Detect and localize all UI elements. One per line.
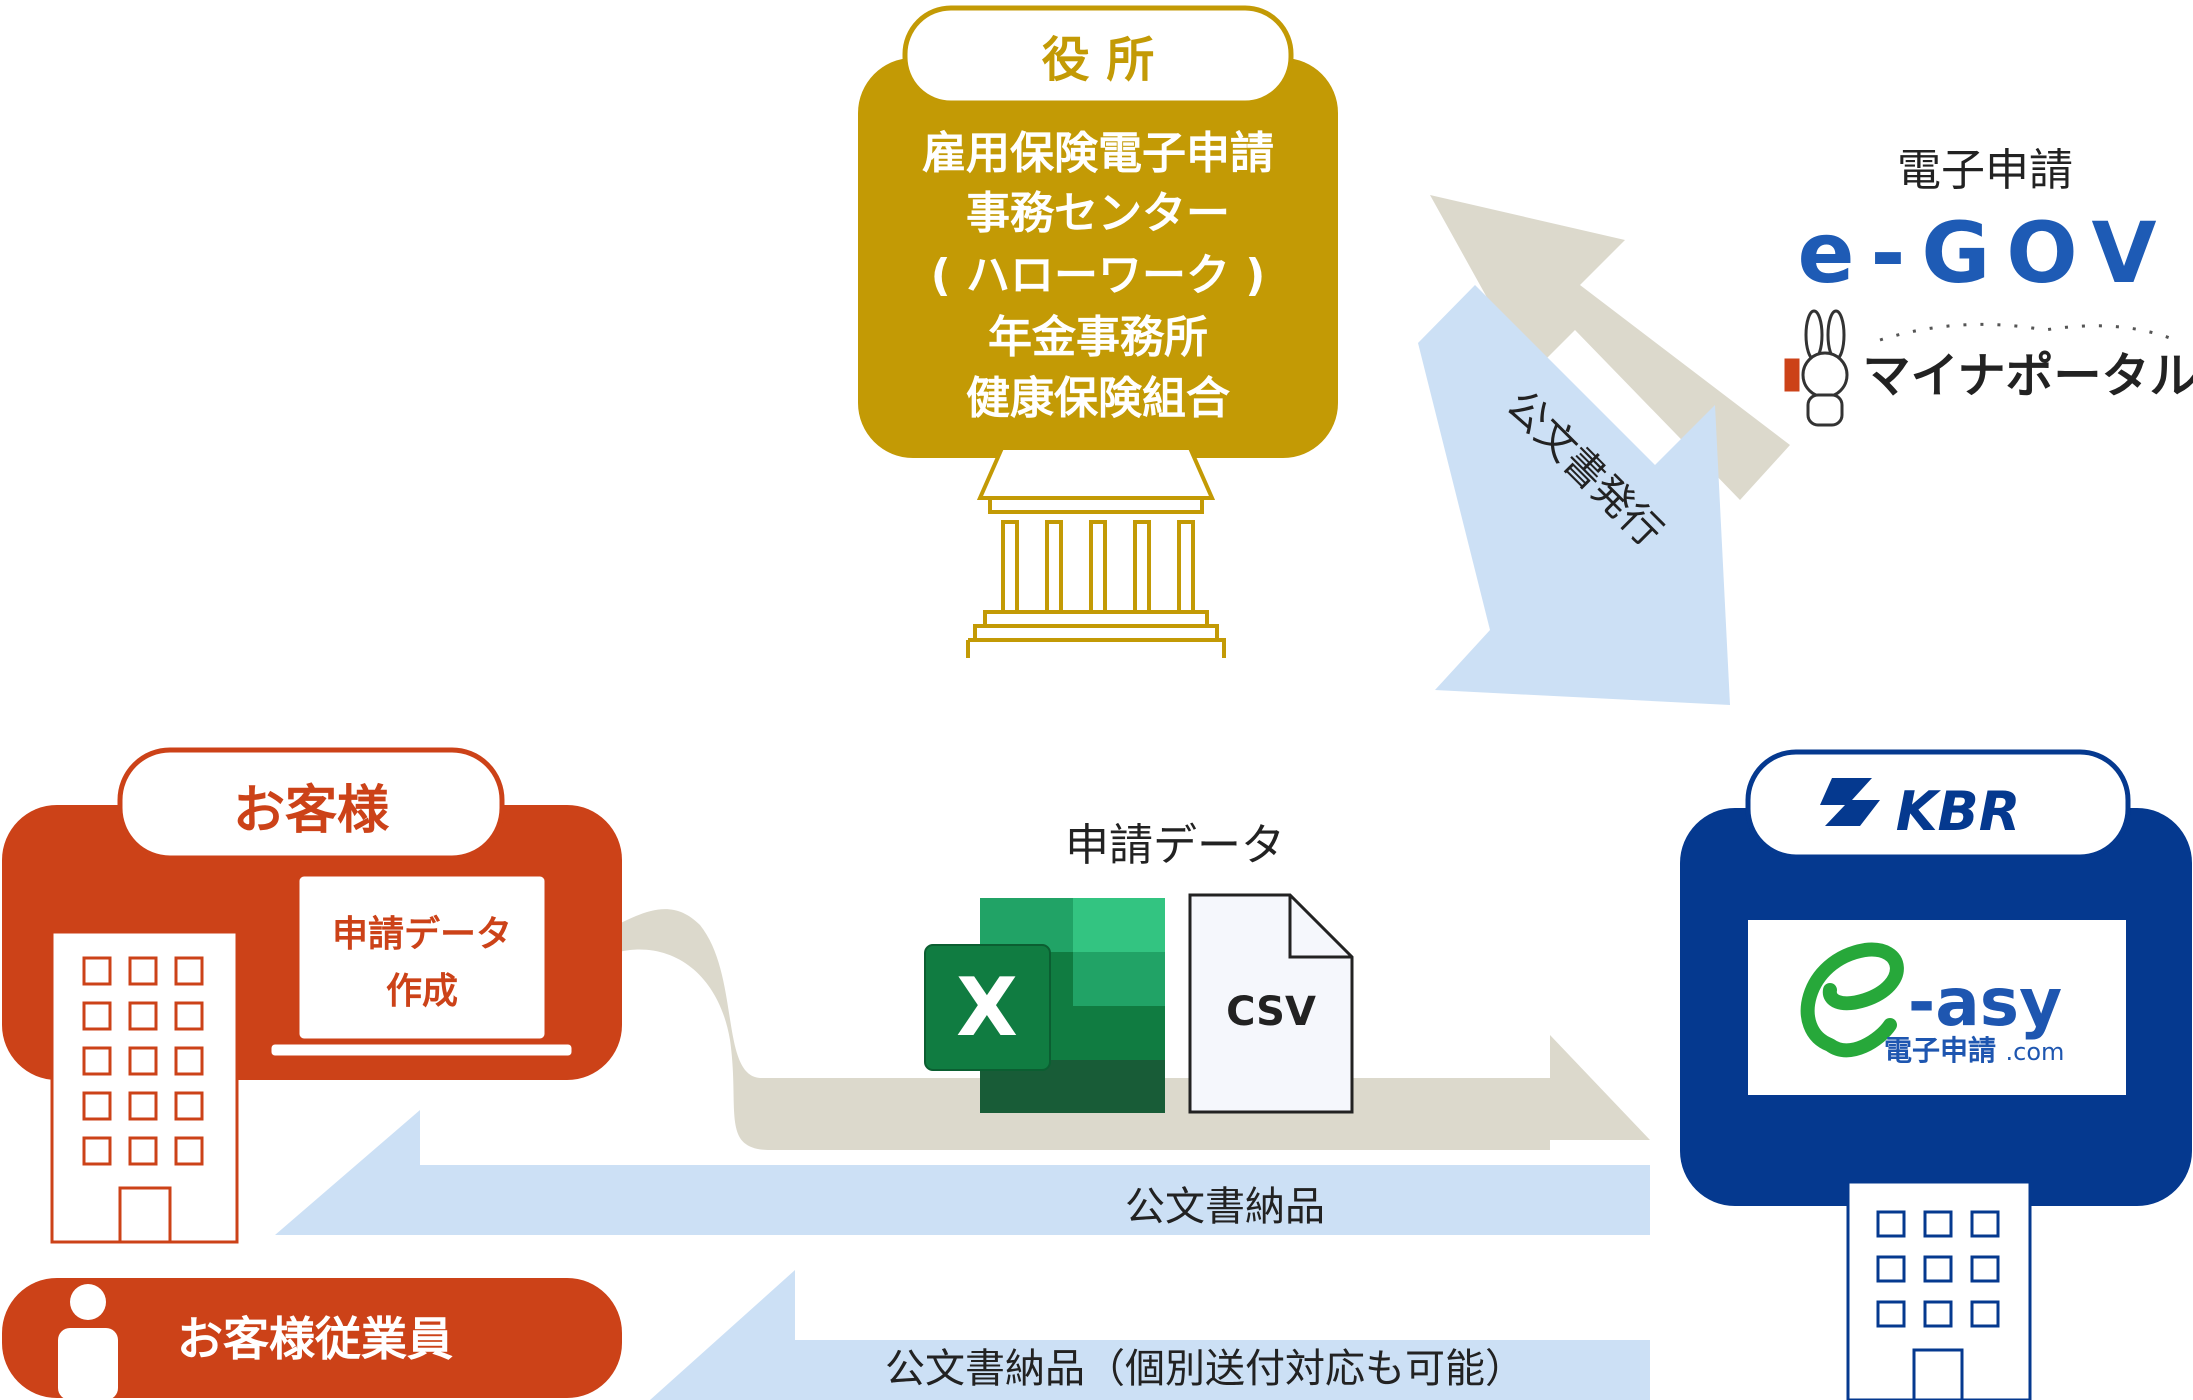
excel-file-icon: X xyxy=(924,898,1165,1113)
portal-dots-decoration xyxy=(1879,322,2176,342)
employee-label: お客様従業員 xyxy=(177,1312,453,1366)
office-line: 事務センター xyxy=(966,188,1230,239)
excel-letter: X xyxy=(956,961,1018,1054)
myna-portal-logo: マイナポータル xyxy=(1862,348,2193,404)
easy-e-swoosh-icon xyxy=(1800,942,1904,1058)
customer-block: お客様 申請データ 作成 お客様従業員 xyxy=(2,747,622,1400)
application-data-label: 申請データ xyxy=(1065,820,1285,871)
rabbit-mascot-icon xyxy=(1784,309,1849,427)
office-box xyxy=(858,58,1338,458)
office-line: 健康保険組合 xyxy=(966,373,1230,424)
delivery-individual-arrow xyxy=(650,1270,1650,1400)
easy-sub: 電子申請 xyxy=(1884,1034,1996,1067)
easy-text: -asy xyxy=(1908,964,2062,1041)
customer-title-pill xyxy=(117,747,505,861)
application-data-flow xyxy=(545,909,1650,1150)
csv-label: CSV xyxy=(1226,989,1316,1035)
delivery-individual-label: 公文書納品（個別送付対応も可能） xyxy=(885,1346,1525,1392)
laptop-line1: 申請データ xyxy=(332,913,512,955)
person-icon xyxy=(58,1284,118,1400)
office-line: 雇用保険電子申請 xyxy=(922,128,1274,179)
office-line: 年金事務所 xyxy=(988,312,1208,363)
employee-bar xyxy=(2,1278,622,1398)
delivery-label: 公文書納品 xyxy=(1125,1184,1325,1230)
office-line: ( ハローワーク ) xyxy=(931,250,1266,301)
office-title-pill xyxy=(902,5,1294,106)
government-office: 役 所 雇用保険電子申請 事務センター ( ハローワーク ) 年金事務所 健康保… xyxy=(858,5,1338,658)
customer-title: お客様 xyxy=(233,781,390,841)
laptop-line2: 作成 xyxy=(386,971,458,1012)
easy-com: .com xyxy=(2006,1038,2065,1066)
delivery-arrow xyxy=(275,1110,1650,1235)
egov-block: 電子申請 e-GOV マイナポータル xyxy=(1784,145,2193,427)
laptop-icon: 申請データ 作成 xyxy=(268,873,575,1059)
easy-logo: -asy 電子申請 .com xyxy=(1800,942,2065,1067)
kbr-block: KBR -asy 電子申請 .com xyxy=(1680,749,2192,1400)
kbr-building-icon xyxy=(1846,1180,2032,1400)
government-building-icon xyxy=(966,446,1226,658)
csv-file-icon: CSV xyxy=(1188,893,1354,1114)
customer-building-icon xyxy=(50,930,239,1244)
kbr-logo: KBR xyxy=(1896,780,2021,843)
egov-logo: e-GOV xyxy=(1798,204,2173,302)
issue-arrow xyxy=(1418,285,1730,705)
egov-heading: 電子申請 xyxy=(1897,145,2073,196)
office-title: 役 所 xyxy=(1042,32,1155,88)
kbr-logo-icon xyxy=(1820,778,1880,826)
